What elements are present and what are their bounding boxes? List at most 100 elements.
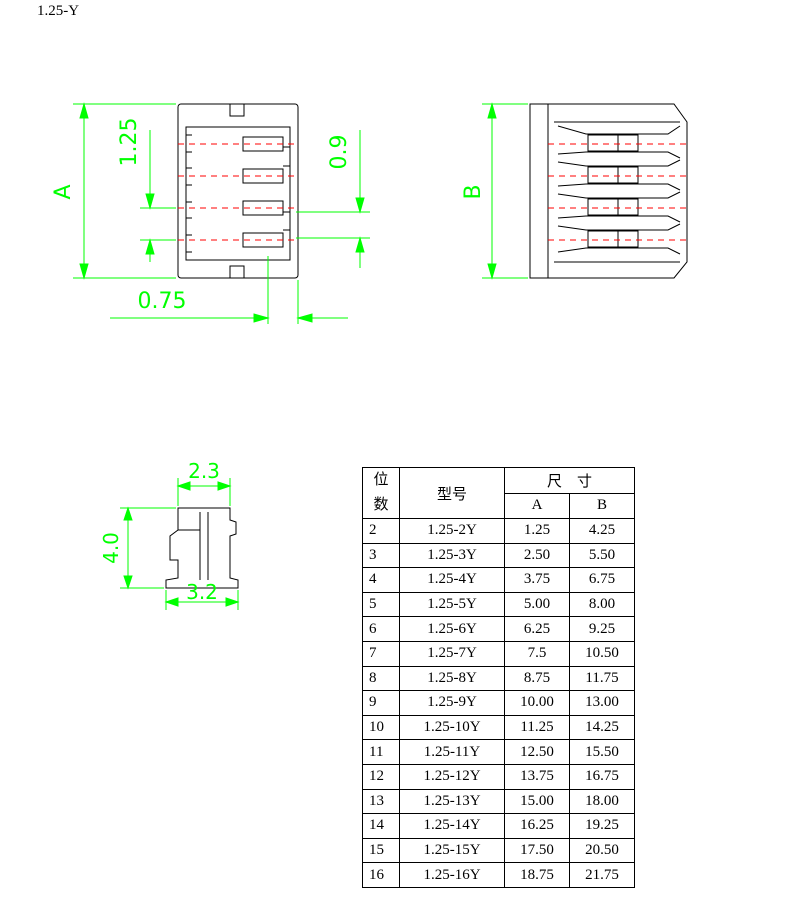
cell-position: 6 [362, 616, 400, 642]
cell-dim-b: 18.00 [569, 788, 635, 815]
cell-model: 1.25-13Y [399, 788, 505, 815]
cell-dim-a: 17.50 [504, 837, 570, 864]
top-dim-b-label: B [461, 184, 486, 199]
cell-position: 4 [362, 567, 400, 593]
cell-dim-b: 11.75 [569, 665, 635, 692]
front-dimensions [73, 102, 370, 324]
table-header-a: A [504, 492, 570, 519]
cell-model: 1.25-9Y [399, 690, 505, 716]
table-header-b: B [569, 492, 635, 519]
front-outer-body [177, 103, 299, 279]
cell-dim-a: 6.25 [504, 616, 570, 642]
front-centerlines [178, 143, 298, 241]
cell-model: 1.25-12Y [399, 763, 505, 790]
top-centerlines [548, 143, 687, 241]
cell-dim-a: 11.25 [504, 714, 570, 741]
cell-dim-b: 14.25 [569, 714, 635, 741]
front-bottom-latch [229, 265, 245, 278]
top-dimensions [482, 102, 528, 280]
cell-position: 13 [362, 788, 400, 815]
top-outer-body [529, 103, 688, 279]
cell-position: 10 [362, 714, 400, 741]
cell-model: 1.25-7Y [399, 640, 505, 667]
cell-dim-a: 2.50 [504, 542, 570, 569]
cell-dim-b: 15.50 [569, 739, 635, 765]
cell-model: 1.25-10Y [399, 714, 505, 741]
cell-dim-a: 16.25 [504, 813, 570, 839]
table-header-position-char-1: 位 [373, 472, 389, 488]
cell-position: 12 [362, 763, 400, 790]
side-dim-bottom-label: 3.2 [186, 580, 218, 604]
table-header-position-char-2: 数 [373, 497, 389, 513]
front-dim-pin-label: 0.9 [327, 135, 352, 170]
front-view [177, 103, 299, 279]
cell-position: 8 [362, 665, 400, 692]
side-dim-top-label: 2.3 [188, 459, 220, 483]
cell-position: 15 [362, 837, 400, 864]
top-inner-rails [554, 121, 680, 263]
cell-dim-a: 5.00 [504, 591, 570, 618]
cell-dim-a: 7.5 [504, 640, 570, 667]
side-outline [165, 507, 239, 589]
cell-position: 5 [362, 591, 400, 618]
cell-model: 1.25-16Y [399, 862, 505, 888]
top-contacts [557, 125, 681, 255]
cell-dim-a: 8.75 [504, 665, 570, 692]
cell-model: 1.25-14Y [399, 813, 505, 839]
table-header-model: 型号 [399, 467, 505, 519]
front-dim-a-label: A [51, 184, 76, 199]
cell-dim-a: 18.75 [504, 862, 570, 888]
cell-model: 1.25-11Y [399, 739, 505, 765]
cell-dim-a: 13.75 [504, 763, 570, 790]
front-left-teeth [186, 134, 192, 253]
cell-dim-a: 15.00 [504, 788, 570, 815]
front-dim-offset-label: 0.75 [138, 289, 187, 314]
front-contact-side-2 [283, 211, 291, 231]
cell-dim-b: 20.50 [569, 837, 635, 864]
front-top-latch [229, 104, 245, 117]
cell-position: 14 [362, 813, 400, 839]
cell-position: 7 [362, 640, 400, 667]
cell-dim-b: 9.25 [569, 616, 635, 642]
cell-dim-a: 3.75 [504, 567, 570, 593]
side-dimensions [120, 478, 240, 610]
cell-dim-a: 12.50 [504, 739, 570, 765]
cell-model: 1.25-3Y [399, 542, 505, 569]
cell-dim-b: 4.25 [569, 518, 635, 544]
cell-dim-b: 21.75 [569, 862, 635, 888]
cell-position: 3 [362, 542, 400, 569]
cell-dim-a: 10.00 [504, 690, 570, 716]
top-view [529, 103, 688, 279]
side-dim-height-label: 4.0 [99, 532, 123, 564]
cell-dim-b: 8.00 [569, 591, 635, 618]
cell-model: 1.25-2Y [399, 518, 505, 544]
cell-dim-a: 1.25 [504, 518, 570, 544]
cell-position: 9 [362, 690, 400, 716]
cell-model: 1.25-6Y [399, 616, 505, 642]
cell-dim-b: 19.25 [569, 813, 635, 839]
table-header-size: 尺 寸 [504, 467, 635, 494]
cell-model: 1.25-8Y [399, 665, 505, 692]
front-dim-pitch-label: 1.25 [117, 118, 142, 167]
cell-position: 2 [362, 518, 400, 544]
front-inner-cavity [185, 126, 291, 261]
cell-dim-b: 16.75 [569, 763, 635, 790]
